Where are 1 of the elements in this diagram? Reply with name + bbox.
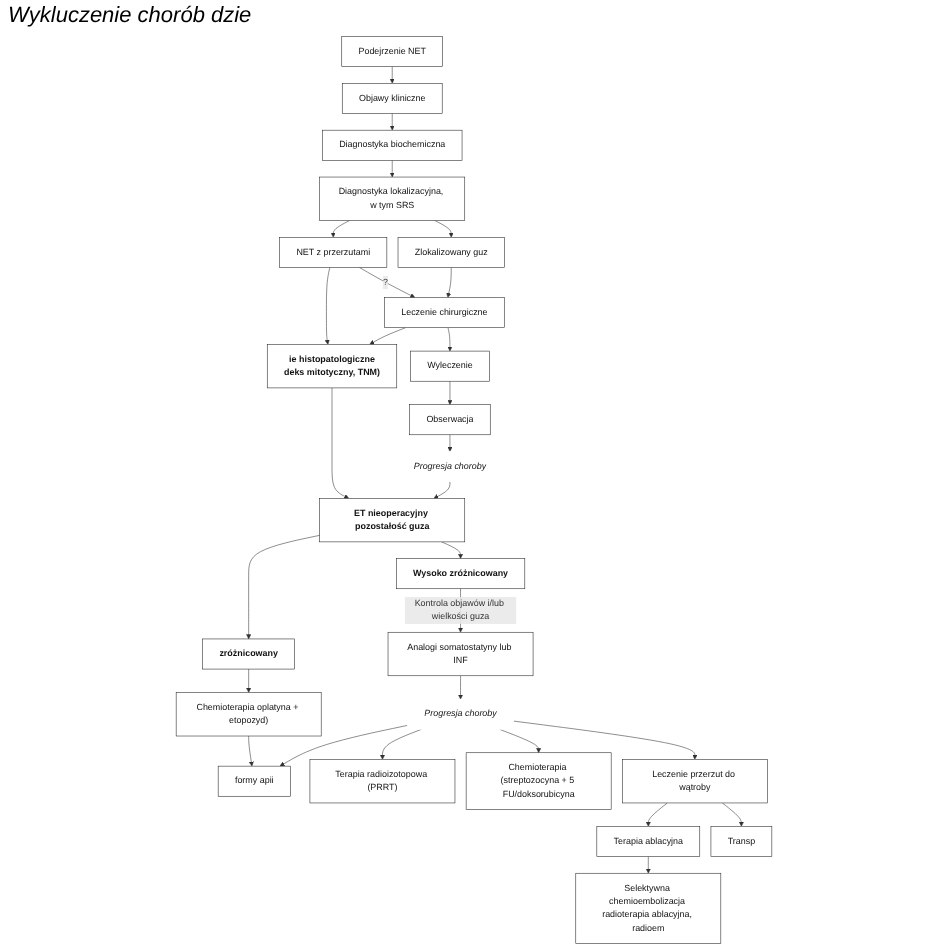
note-text: Wykluczenie chorób dzie [8, 4, 254, 28]
